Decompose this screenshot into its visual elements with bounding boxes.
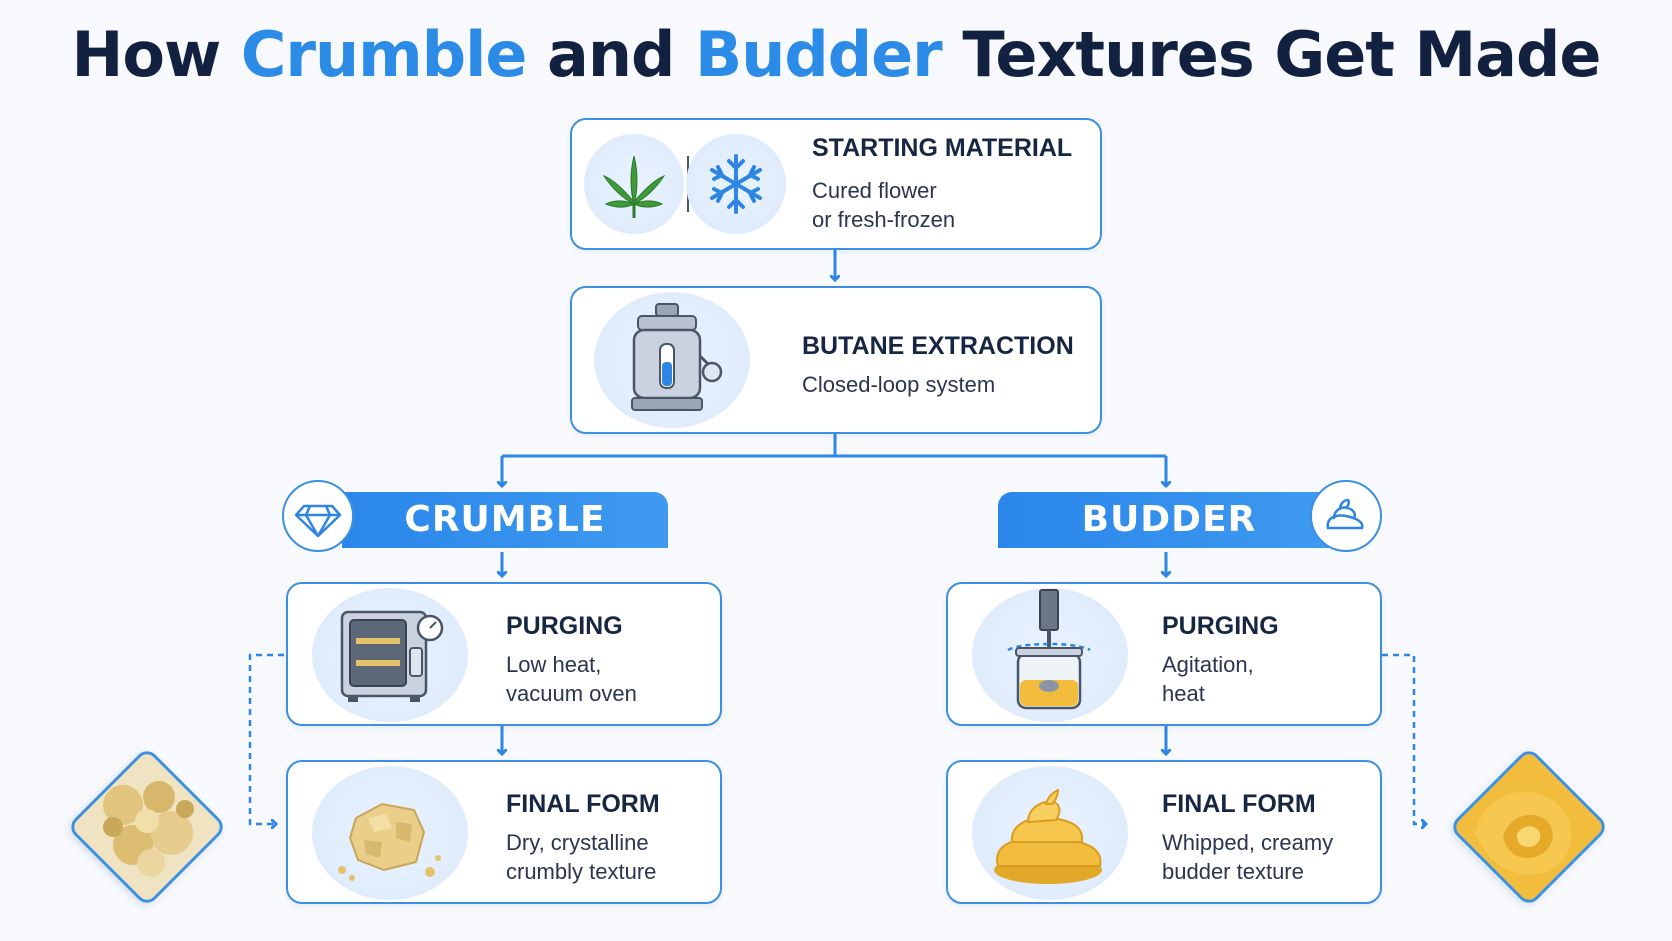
mixer-jar-icon xyxy=(1007,589,1091,710)
crumble-chunks-icon xyxy=(338,802,441,881)
crumble-badge xyxy=(282,480,354,552)
budder-purging-line-1: Agitation, xyxy=(1162,652,1254,677)
budder-final-box: FINAL FORM Whipped, creamy budder textur… xyxy=(946,760,1382,904)
extraction-vessel-icon xyxy=(631,303,723,411)
crumble-final-heading: FINAL FORM xyxy=(506,790,660,818)
dashed-budder-sample xyxy=(1382,653,1426,824)
snowflake-icon xyxy=(710,154,762,214)
title-crumble: Crumble xyxy=(240,18,528,91)
dashed-crumble-sample xyxy=(248,653,284,824)
crumble-final-line-1: Dry, crystalline xyxy=(506,830,649,855)
cannabis-leaf-icon-circle xyxy=(584,134,684,234)
mixer-jar-icon-circle xyxy=(972,588,1128,722)
crumble-purging-line-2: vacuum oven xyxy=(506,681,637,706)
starting-material-line-1: Cured flower xyxy=(812,178,937,203)
title-part-2: and xyxy=(526,18,695,91)
budder-swirl-icon xyxy=(994,788,1102,884)
title-part-3: Textures Get Made xyxy=(941,18,1601,91)
diamond-icon xyxy=(294,504,342,538)
crumble-purging-line-1: Low heat, xyxy=(506,652,602,677)
crumble-final-box: FINAL FORM Dry, crystalline crumbly text… xyxy=(286,760,722,904)
starting-material-line-2: or fresh-frozen xyxy=(812,207,956,232)
extraction-vessel-icon-circle xyxy=(594,292,750,428)
cannabis-leaf-icon xyxy=(602,155,666,218)
crumble-chunks-icon-circle xyxy=(312,766,468,900)
starting-material-box: STARTING MATERIAL Cured flower or fresh-… xyxy=(570,118,1102,250)
starting-material-heading: STARTING MATERIAL xyxy=(812,134,1073,162)
budder-swirl-icon-circle xyxy=(972,766,1128,900)
budder-final-line-2: budder texture xyxy=(1162,859,1304,884)
budder-final-line-1: Whipped, creamy xyxy=(1162,830,1334,855)
crumble-purging-heading: PURGING xyxy=(506,612,623,640)
snowflake-icon-circle xyxy=(686,134,786,234)
budder-purging-heading: PURGING xyxy=(1162,612,1279,640)
crumble-final-line-2: crumbly texture xyxy=(506,859,657,884)
swirl-icon xyxy=(1326,498,1364,530)
crumble-purging-box: PURGING Low heat, vacuum oven xyxy=(286,582,722,726)
butane-extraction-line-1: Closed-loop system xyxy=(802,372,996,397)
vacuum-oven-icon xyxy=(340,610,444,702)
title-part-1: How xyxy=(71,18,241,91)
butane-extraction-heading: BUTANE EXTRACTION xyxy=(802,332,1074,360)
budder-purging-box: PURGING Agitation, heat xyxy=(946,582,1382,726)
budder-final-heading: FINAL FORM xyxy=(1162,790,1316,818)
title-budder: Budder xyxy=(694,18,943,91)
page-title: How Crumble and Budder Textures Get Made xyxy=(0,18,1672,91)
budder-banner: BUDDER xyxy=(998,492,1340,548)
butane-extraction-box: BUTANE EXTRACTION Closed-loop system xyxy=(570,286,1102,434)
budder-purging-line-2: heat xyxy=(1162,681,1205,706)
vacuum-oven-icon-circle xyxy=(312,588,468,722)
crumble-banner: CRUMBLE xyxy=(342,492,668,548)
budder-badge xyxy=(1310,480,1382,552)
